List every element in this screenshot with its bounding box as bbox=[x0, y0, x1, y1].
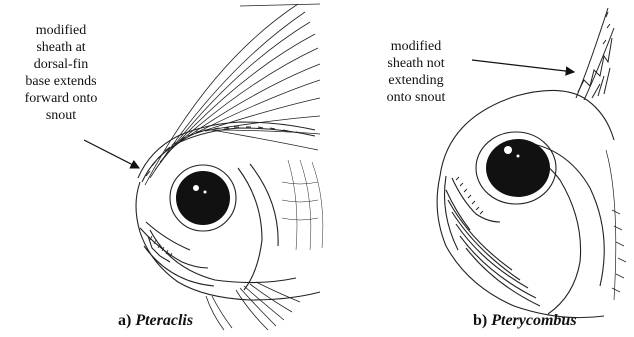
pteraclis-sheath bbox=[138, 122, 315, 182]
pterycombus-pointer-arrow bbox=[472, 60, 574, 72]
pterycombus-eye bbox=[476, 132, 556, 204]
caption-pteraclis: a) Pteraclis bbox=[118, 312, 193, 330]
caption-genus-a: Pteraclis bbox=[135, 312, 193, 329]
pteraclis-head-drawing bbox=[136, 4, 323, 330]
pteraclis-eye bbox=[170, 165, 236, 231]
caption-pterycombus: b) Pterycombus bbox=[473, 312, 577, 330]
pteraclis-annotation: modified sheath at dorsal-fin base exten… bbox=[2, 22, 120, 124]
pterycombus-dorsal-sheath bbox=[576, 8, 614, 100]
pterycombus-annotation: modified sheath not extending onto snout bbox=[366, 38, 466, 106]
pteraclis-dorsal-fin bbox=[145, 4, 320, 185]
pteraclis-pointer-arrow bbox=[84, 140, 139, 168]
caption-genus-b: Pterycombus bbox=[491, 312, 576, 329]
caption-letter-b: b) bbox=[473, 312, 487, 329]
caption-letter-a: a) bbox=[118, 312, 131, 329]
